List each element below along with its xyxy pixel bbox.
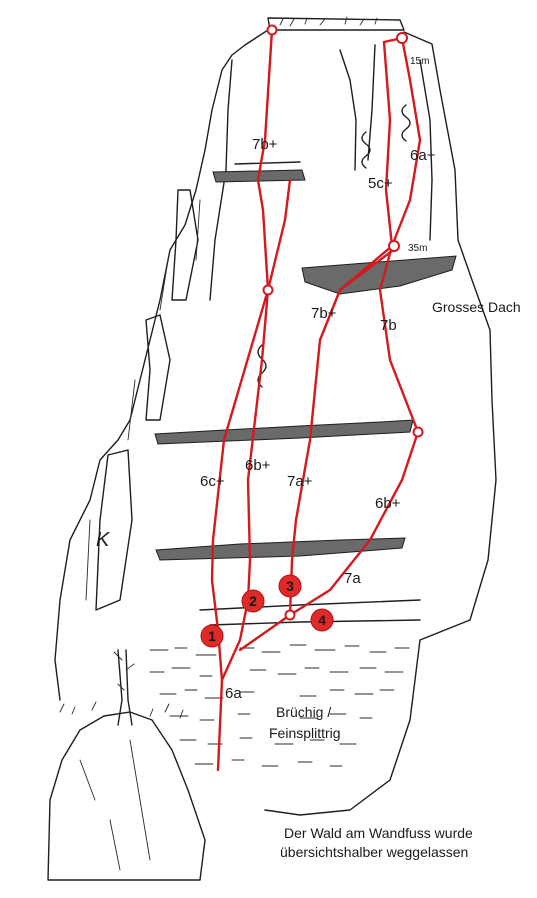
grade-7b-plus-top: 7b+	[252, 136, 278, 153]
route-marker-3[interactable]: 3	[279, 575, 301, 597]
anchor-top-right	[397, 33, 407, 43]
anchor-label-35m: 35m	[408, 243, 427, 254]
note-line-1: Der Wald am Wandfuss wurde	[284, 825, 473, 841]
grade-5c-plus: 5c+	[368, 175, 393, 192]
left-column-1	[172, 190, 198, 300]
upper-crack-2	[368, 45, 375, 160]
route-marker-1[interactable]: 1	[201, 625, 223, 647]
squiggle-symbol-upper-2	[402, 105, 410, 141]
grade-6b-plus-left: 6b+	[245, 457, 271, 474]
upper-crack-1	[340, 50, 356, 170]
grade-7b: 7b	[380, 317, 397, 334]
anchor-mid-left	[264, 286, 273, 295]
route-number-1: 1	[208, 628, 216, 644]
summit-edge	[268, 18, 404, 30]
roof-label: Grosses Dach	[432, 299, 521, 315]
k-mark: K	[96, 529, 111, 551]
grade-6a: 6a	[225, 685, 242, 702]
route-marker-2[interactable]: 2	[242, 590, 264, 612]
anchor-label-15m: 15m	[410, 56, 429, 67]
grade-7a-plus: 7a+	[287, 473, 313, 490]
tree-trunk	[118, 650, 132, 725]
route-number-3: 3	[286, 578, 294, 594]
anchor-right	[414, 428, 423, 437]
rock-quality-label-1: Brüchig /	[276, 704, 331, 720]
route-markers: 1 2 3 4	[201, 575, 333, 647]
annotations: 15m 35m Grosses Dach Brüchig / Feinsplit…	[96, 56, 521, 860]
route-marker-4[interactable]: 4	[311, 609, 333, 631]
route-line-4[interactable]	[290, 38, 420, 615]
grade-6a-plus: 6a+	[410, 147, 436, 164]
anchor-top-left	[268, 26, 277, 35]
ledge-mid-roof	[155, 420, 413, 444]
routes	[212, 26, 423, 771]
anchor-lower	[286, 611, 295, 620]
grade-7a: 7a	[344, 570, 361, 587]
tree-branches	[114, 652, 134, 690]
grade-6b-plus-right: 6b+	[375, 495, 401, 512]
grade-7b-plus-mid: 7b+	[311, 305, 337, 322]
tower-left-edge	[55, 30, 268, 700]
note-line-2: übersichtshalber weggelassen	[280, 844, 468, 860]
route-number-2: 2	[249, 593, 257, 609]
anchor-35m	[389, 241, 399, 251]
route-number-4: 4	[318, 612, 326, 628]
base-boulder	[48, 712, 205, 880]
rock-quality-label-2: Feinsplittrig	[269, 725, 341, 741]
route-line-2[interactable]	[222, 290, 268, 680]
boulder-cracks	[80, 740, 150, 870]
left-column-2	[146, 315, 170, 420]
route-line-2b[interactable]	[268, 180, 290, 290]
ledge-upper-left	[235, 162, 300, 164]
grade-6c-plus: 6c+	[200, 473, 225, 490]
